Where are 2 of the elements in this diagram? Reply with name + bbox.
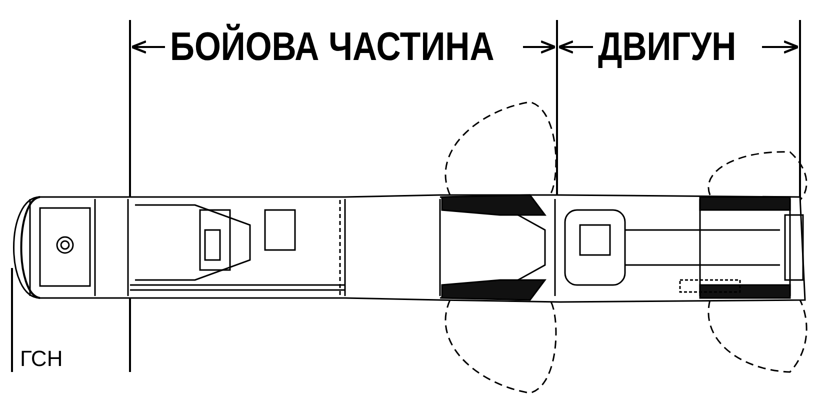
- part-label: ГСН: [20, 348, 63, 370]
- section-label: ДВИГУН: [598, 27, 736, 67]
